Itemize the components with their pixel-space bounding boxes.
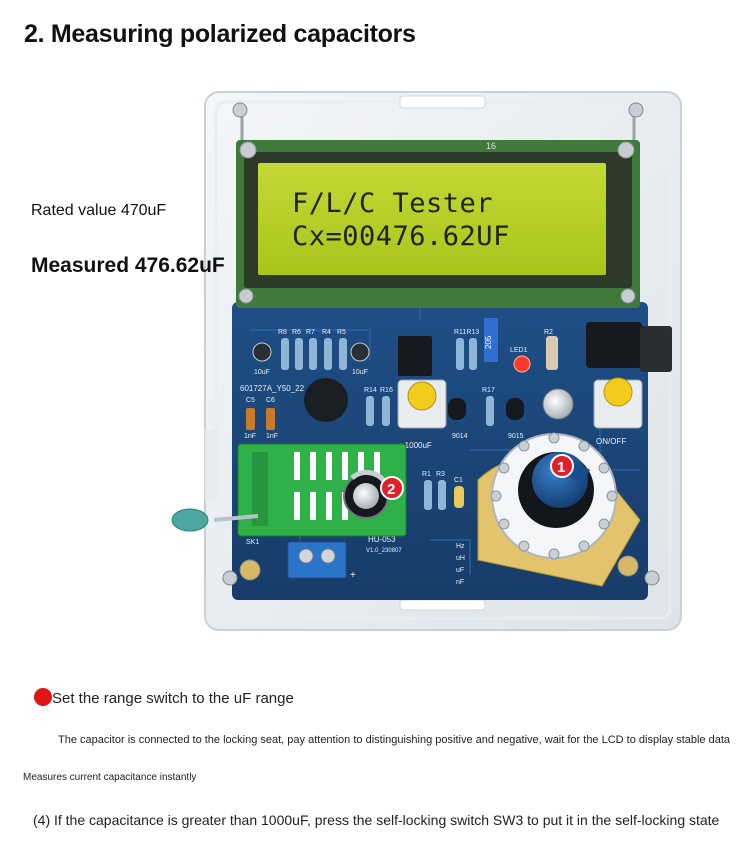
label-c5: C5 <box>246 397 255 404</box>
rated-value-label: Rated value 470uF <box>31 202 167 219</box>
label-r2: R2 <box>544 329 553 336</box>
label-r17: R17 <box>482 387 495 394</box>
marker-1-badge: 1 <box>550 454 574 478</box>
screw-icon <box>222 570 238 586</box>
screw-icon <box>232 102 248 118</box>
capacitor-c5 <box>246 408 255 430</box>
ic-chip <box>398 336 432 376</box>
transistor-9014 <box>448 398 466 420</box>
label-c6: C6 <box>266 397 275 404</box>
label-c6-value: 1nF <box>266 433 278 440</box>
label-r7: R7 <box>306 329 315 336</box>
led-indicator <box>513 355 531 373</box>
standoff-icon <box>239 559 261 581</box>
page-title: 2. Measuring polarized capacitors <box>24 20 416 48</box>
label-switch-1000uf: >1000uF <box>400 441 432 450</box>
standoff-icon <box>617 555 639 577</box>
label-led: LED1 <box>510 347 528 354</box>
pin-count-label: 16 <box>486 141 496 151</box>
plus-label: + <box>350 570 356 581</box>
socket-lever-handle[interactable] <box>171 508 209 532</box>
label-connector: SK1 <box>246 539 259 546</box>
self-lock-switch-sw3[interactable] <box>397 379 447 429</box>
instruction-note-2: Measures current capacitance instantly <box>23 772 197 783</box>
measured-value-label: Measured 476.62uF <box>31 254 225 277</box>
power-switch[interactable] <box>593 377 643 429</box>
red-dot-icon <box>34 688 52 706</box>
capacitor-10uf-right <box>350 342 370 362</box>
lcd-line-2: Cx=00476.62UF <box>292 221 510 252</box>
model-label: HU-053 <box>368 535 396 544</box>
screw-icon <box>644 570 660 586</box>
label-r5: R5 <box>337 329 346 336</box>
instruction-note-3: (4) If the capacitance is greater than 1… <box>33 812 720 828</box>
marker-2-badge: 2 <box>380 476 404 500</box>
capacitor-large <box>542 388 574 420</box>
label-switch-onoff: ON/OFF <box>596 437 626 446</box>
capacitor-10uf-left <box>252 342 272 362</box>
power-jack <box>586 322 642 368</box>
socket-lever[interactable] <box>213 514 259 522</box>
screw-icon <box>238 288 254 304</box>
version-label: V1.0_230807 <box>366 548 402 554</box>
marker-1-label: 1 <box>557 459 565 476</box>
marker-2-label: 2 <box>387 481 395 498</box>
screw-icon <box>617 141 635 159</box>
tester-photo: 16 F/L/C Tester Cx=00476.62UF R8 R6 R7 R… <box>171 91 682 631</box>
label-c1: C1 <box>454 477 463 484</box>
label-r3: R3 <box>436 471 445 478</box>
potentiometer <box>484 318 498 362</box>
resistor-row <box>281 338 494 510</box>
diode <box>546 336 558 370</box>
board-id-label: 601727A_Y50_22 <box>240 384 305 393</box>
buzzer <box>304 378 348 422</box>
capacitor-under-test <box>343 469 389 519</box>
terminal-block <box>287 541 347 579</box>
label-c5-value: 1nF <box>244 433 256 440</box>
label-r8: R8 <box>278 329 287 336</box>
range-uf-label: uF <box>456 567 464 574</box>
power-jack-plug <box>640 326 672 372</box>
lcd-line-1: F/L/C Tester <box>292 188 493 219</box>
label-cap-left: 10uF <box>254 369 270 376</box>
screw-icon <box>239 141 257 159</box>
label-r1: R1 <box>422 471 431 478</box>
screw-icon <box>628 102 644 118</box>
range-uh-label: uH <box>456 555 465 562</box>
label-r16: R16 <box>380 387 393 394</box>
label-cap-right: 10uF <box>352 369 368 376</box>
label-transistor-a: 9014 <box>452 433 468 440</box>
label-transistor-b: 9015 <box>508 433 524 440</box>
label-r11r13: R11R13 <box>454 329 479 336</box>
transistor-9015 <box>506 398 524 420</box>
label-r6: R6 <box>292 329 301 336</box>
lcd-module: 16 F/L/C Tester Cx=00476.62UF <box>236 140 640 308</box>
capacitor-c6 <box>266 408 275 430</box>
capacitor-c1 <box>454 486 464 508</box>
label-r4: R4 <box>322 329 331 336</box>
screw-icon <box>620 288 636 304</box>
instruction-step: Set the range switch to the uF range <box>52 690 294 707</box>
instruction-note-1: The capacitor is connected to the lockin… <box>58 734 731 746</box>
pot-label: 205 <box>484 335 493 349</box>
range-hz-label: Hz <box>456 543 465 550</box>
label-r14: R14 <box>364 387 377 394</box>
lcd-screen <box>258 163 606 275</box>
range-nf-label: nF <box>456 579 464 586</box>
